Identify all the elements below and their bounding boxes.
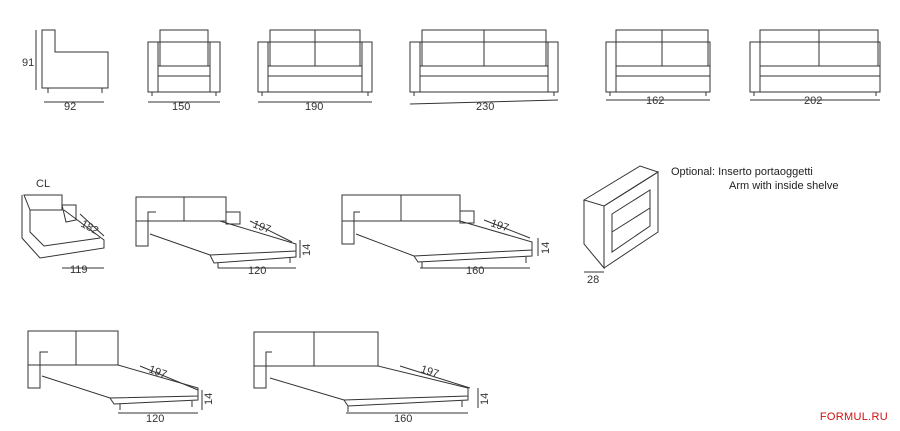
dim-bed120-height: 14 [301, 244, 313, 256]
dim-sofa-230: 230 [476, 101, 494, 113]
dim-bed160-length: 197 [489, 217, 510, 234]
sofabed-160-open-view [341, 194, 539, 269]
sofa-202-front-view [749, 29, 881, 101]
dim-sofa-190: 190 [305, 101, 323, 113]
dim-bed160b-height: 14 [479, 393, 491, 405]
dim-armchair-depth: 92 [64, 101, 76, 113]
dim-armchair-height: 91 [22, 57, 34, 69]
optional-note: Optional: Inserto portaoggetti Arm with … [671, 165, 838, 193]
dim-bed160-height: 14 [540, 242, 552, 254]
sofa-190-front-view [257, 29, 373, 103]
sofabed-120-open-view [135, 196, 301, 269]
chaise-cl-view [21, 194, 105, 269]
sofabed-160-alt-view [253, 331, 479, 414]
dim-bed120-width: 120 [248, 265, 266, 277]
dim-sofa-162: 162 [646, 95, 664, 107]
sofa-230-front-view [409, 29, 559, 105]
sofabed-120-alt-view [27, 330, 203, 414]
dim-bed160-width: 160 [466, 265, 484, 277]
dim-bed120b-height: 14 [203, 393, 215, 405]
sofa-162-front-view [605, 29, 711, 101]
dim-bed160b-width: 160 [394, 413, 412, 425]
dim-bed160b-length: 197 [419, 363, 440, 380]
dim-cl-width: 119 [70, 264, 88, 276]
dim-armchair-width: 150 [172, 101, 190, 113]
optional-line-1: Inserto portaoggetti [718, 166, 813, 178]
brand-watermark[interactable]: FORMUL.RU [819, 411, 888, 423]
optional-line-2: Arm with inside shelve [729, 180, 839, 192]
dim-bed120b-width: 120 [146, 413, 164, 425]
dim-bed120b-length: 197 [147, 364, 168, 382]
shelf-arm-insert-view [582, 165, 660, 273]
dim-bed120-length: 197 [251, 219, 272, 237]
armchair-front-view [147, 29, 221, 103]
optional-prefix: Optional: [671, 166, 716, 178]
dim-cl-label: CL [36, 178, 50, 190]
dim-sofa-202: 202 [804, 95, 822, 107]
armchair-side-view [35, 29, 109, 103]
dim-shelf-width: 28 [587, 274, 599, 286]
